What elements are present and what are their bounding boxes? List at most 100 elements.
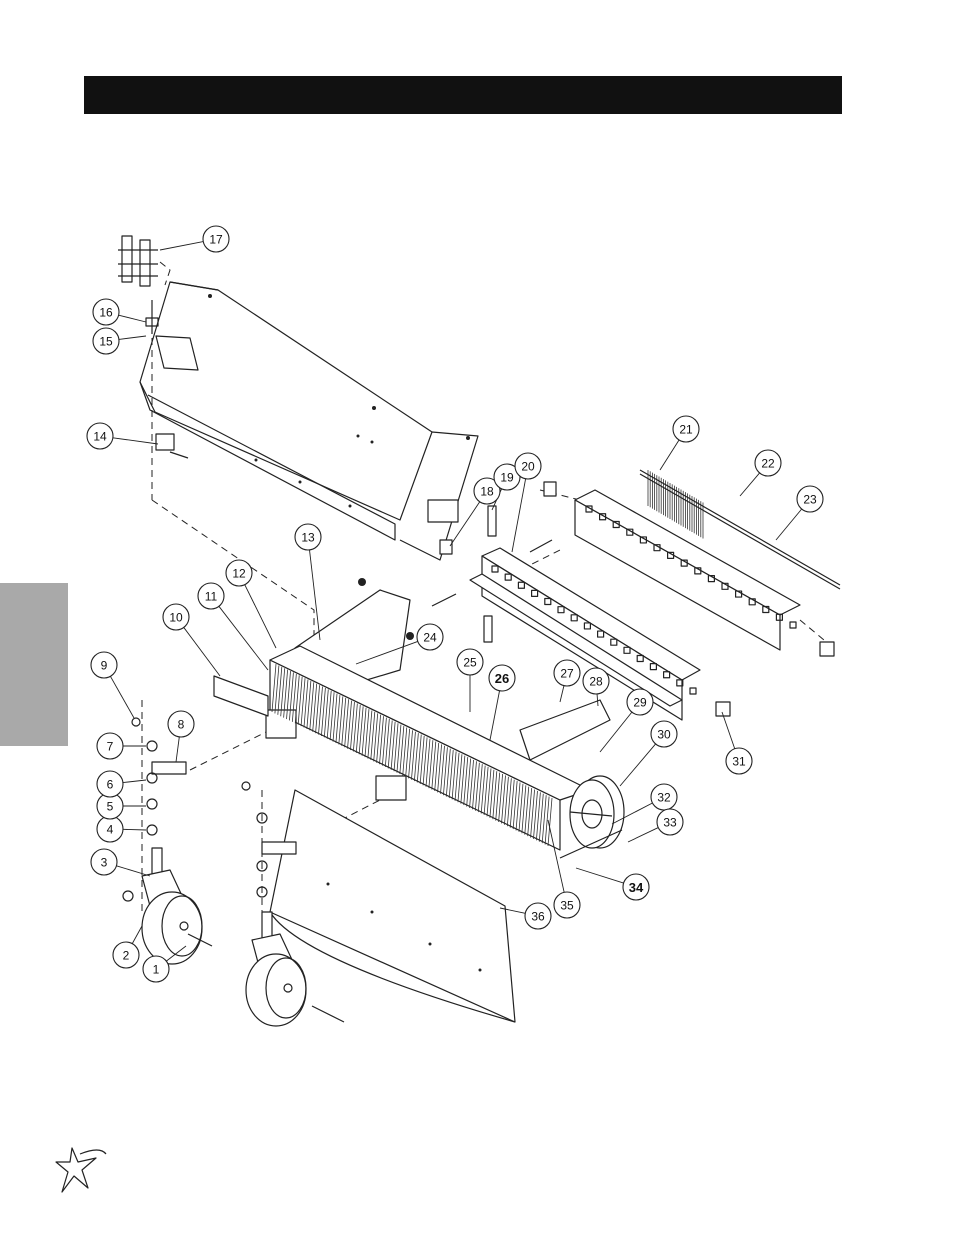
leader-line-31 <box>721 711 736 749</box>
callout-33: 33 <box>656 808 684 836</box>
callout-label: 9 <box>101 659 108 673</box>
callout-14: 14 <box>86 422 114 450</box>
callout-6: 6 <box>96 770 124 798</box>
callout-label: 16 <box>99 306 113 320</box>
callout-circle <box>672 415 700 443</box>
leader-line-2 <box>131 925 143 944</box>
callout-label: 35 <box>560 899 574 913</box>
callout-31: 31 <box>725 747 753 775</box>
caster-wheel-right <box>245 911 345 1027</box>
callout-circle <box>488 664 516 692</box>
callout-circle <box>92 327 120 355</box>
caster-pivot-stack <box>131 717 297 898</box>
callout-8: 8 <box>167 710 195 738</box>
leader-line-27 <box>559 685 565 703</box>
leader-line-6 <box>122 779 147 784</box>
leader-line-34 <box>575 867 624 884</box>
callout-circle <box>197 582 225 610</box>
callout-11: 11 <box>197 582 225 610</box>
leader-line-36 <box>499 907 526 914</box>
callout-30: 30 <box>650 720 678 748</box>
callout-circle <box>456 648 484 676</box>
callout-circle <box>90 848 118 876</box>
callout-label: 11 <box>205 590 218 604</box>
callout-3: 3 <box>90 848 118 876</box>
callout-7: 7 <box>96 732 124 760</box>
callout-label: 25 <box>463 656 477 670</box>
callout-13: 13 <box>294 523 322 551</box>
callout-label: 36 <box>531 910 545 924</box>
hardware-pieces <box>358 481 835 717</box>
callout-circle <box>553 659 581 687</box>
callout-35: 35 <box>553 891 581 919</box>
leader-line-14 <box>112 437 159 445</box>
callout-16: 16 <box>92 298 120 326</box>
callout-label: 13 <box>301 531 315 545</box>
callout-circle <box>656 808 684 836</box>
callout-label: 34 <box>629 880 644 895</box>
callout-circle <box>650 720 678 748</box>
section-side-tab <box>0 583 68 746</box>
callout-circle <box>96 732 124 760</box>
leader-line-9 <box>110 676 135 719</box>
callout-label: 20 <box>521 460 535 474</box>
callout-circle <box>112 941 140 969</box>
leader-line-18 <box>449 501 481 547</box>
callout-circle <box>754 449 782 477</box>
callout-label: 10 <box>169 611 183 625</box>
callout-25: 25 <box>456 648 484 676</box>
callout-label: 22 <box>761 457 775 471</box>
callout-label: 32 <box>657 791 671 805</box>
callout-label: 31 <box>732 755 746 769</box>
callout-label: 27 <box>560 667 574 681</box>
callout-label: 5 <box>107 800 114 814</box>
callout-circle <box>416 623 444 651</box>
callout-label: 24 <box>423 631 437 645</box>
leader-line-28 <box>596 693 599 707</box>
bracket-17-part <box>118 235 158 287</box>
callout-label: 30 <box>657 728 671 742</box>
callout-label: 26 <box>495 671 509 686</box>
callout-circle <box>582 667 610 695</box>
callout-15: 15 <box>92 327 120 355</box>
rod-33 <box>559 829 623 859</box>
leader-line-16 <box>118 314 147 323</box>
callout-20: 20 <box>514 452 542 480</box>
leader-line-29 <box>599 711 633 753</box>
star-swoosh-logo-icon <box>55 1147 107 1193</box>
callout-label: 6 <box>107 778 114 792</box>
callout-label: 15 <box>99 335 113 349</box>
callout-22: 22 <box>754 449 782 477</box>
callout-label: 23 <box>803 493 817 507</box>
callout-10: 10 <box>162 603 190 631</box>
brush-bristles <box>271 663 553 847</box>
callout-circle <box>553 891 581 919</box>
callout-26: 26 <box>488 664 516 692</box>
callout-27: 27 <box>553 659 581 687</box>
callout-label: 7 <box>107 740 114 754</box>
callout-circle <box>796 485 824 513</box>
callout-36: 36 <box>524 902 552 930</box>
callout-circle <box>493 463 521 491</box>
callout-18: 18 <box>473 477 501 505</box>
broom-frame <box>213 589 611 851</box>
leader-line-21 <box>659 439 680 471</box>
callout-circle <box>167 710 195 738</box>
callout-label: 29 <box>633 696 647 710</box>
callout-circle <box>142 955 170 983</box>
leader-line-26 <box>489 690 500 741</box>
callout-9: 9 <box>90 651 118 679</box>
callout-circle <box>473 477 501 505</box>
caster-wheel-left <box>122 847 213 965</box>
brush-core-holes <box>491 505 797 695</box>
callout-circle <box>96 770 124 798</box>
callout-21: 21 <box>672 415 700 443</box>
callout-label: 17 <box>209 233 223 247</box>
callout-32: 32 <box>650 783 678 811</box>
rod-23 <box>639 469 841 586</box>
leader-line-33 <box>627 827 659 843</box>
callout-12: 12 <box>225 559 253 587</box>
callout-label: 1 <box>153 963 160 977</box>
leader-line-20 <box>511 478 527 553</box>
